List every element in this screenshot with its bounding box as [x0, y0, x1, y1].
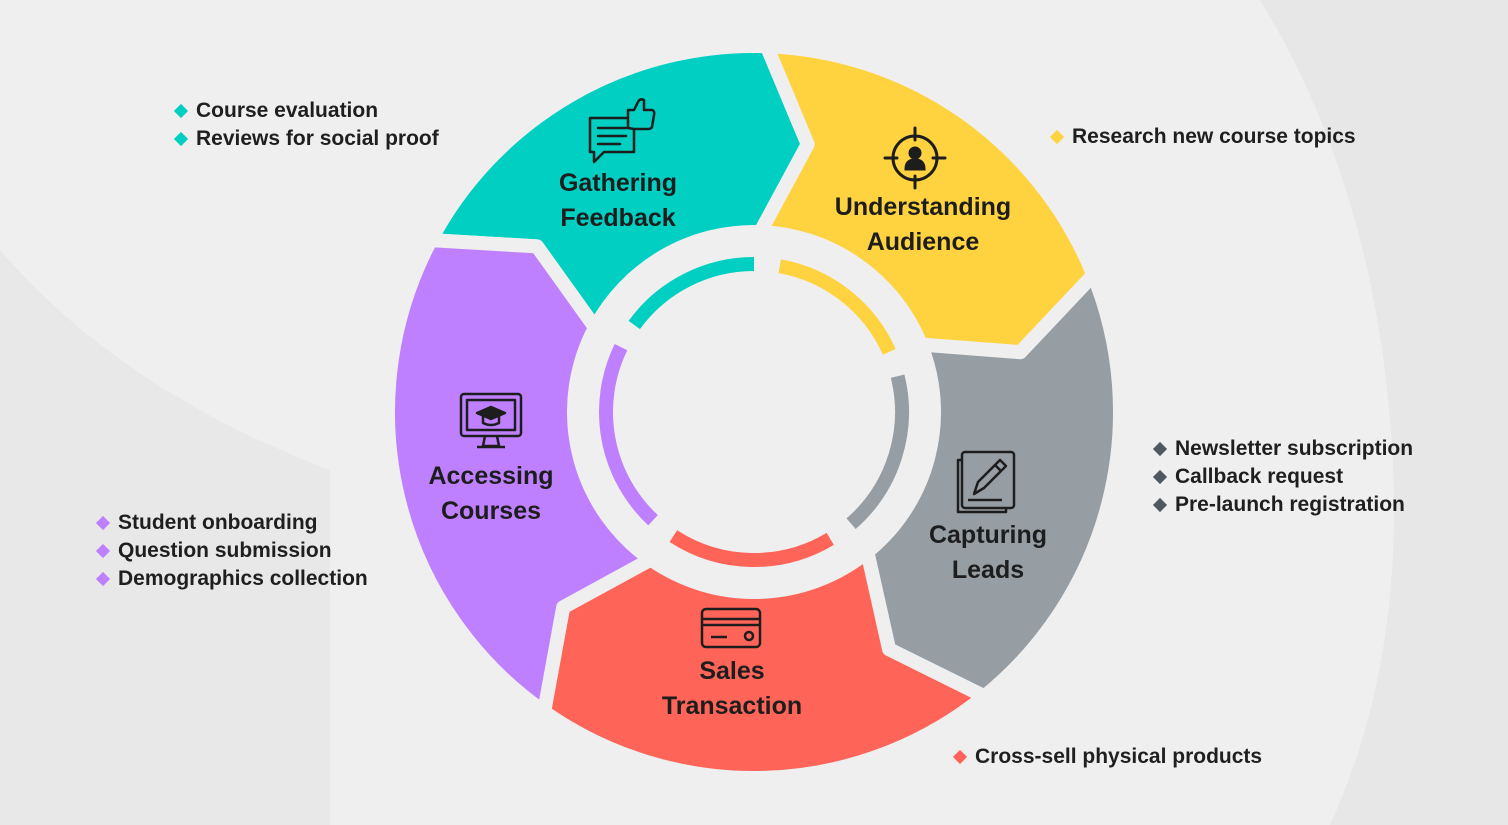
bullet-item: Research new course topics	[1049, 123, 1356, 151]
bullet-item: Course evaluation	[173, 97, 439, 125]
bullets-audience: Research new course topics	[1049, 123, 1356, 151]
target-person-icon	[883, 126, 947, 190]
label-feedback-line-1: Gathering	[559, 169, 677, 197]
label-feedback-line-2: Feedback	[560, 204, 675, 232]
ring-arc-courses	[599, 344, 658, 526]
segment-feedback	[423, 39, 815, 335]
bullet-item: Callback request	[1152, 463, 1413, 491]
segment-sales	[537, 544, 992, 785]
ring-arc-sales	[669, 530, 834, 567]
monitor-graduation-icon	[459, 392, 523, 449]
label-audience-line-2: Audience	[867, 228, 980, 256]
segment-audience	[753, 39, 1101, 360]
ring-arc-leads	[846, 374, 909, 529]
label-courses-line-2: Courses	[441, 497, 541, 525]
background-blob-right	[1260, 0, 1508, 825]
bullet-item: Reviews for social proof	[173, 125, 439, 153]
bullets-sales: Cross-sell physical products	[952, 743, 1262, 771]
segment-leads	[860, 267, 1127, 704]
bullet-item: Student onboarding	[95, 509, 368, 537]
credit-card-icon	[700, 607, 762, 649]
bullets-leads: Newsletter subscription Callback request…	[1152, 435, 1413, 519]
bullets-feedback: Course evaluation Reviews for social pro…	[173, 97, 439, 153]
label-leads-line-2: Leads	[952, 556, 1024, 584]
label-sales-line-2: Transaction	[662, 692, 802, 720]
thumbs-up-form-icon	[588, 98, 656, 164]
ring-arc-audience	[778, 259, 896, 355]
inner-ring-group	[599, 257, 909, 567]
label-leads-line-1: Capturing	[929, 521, 1047, 549]
label-courses-line-1: Accessing	[428, 462, 553, 490]
label-audience-line-1: Understanding	[835, 193, 1011, 221]
bullet-item: Question submission	[95, 537, 368, 565]
edit-note-icon	[956, 450, 1016, 514]
bullet-item: Cross-sell physical products	[952, 743, 1262, 771]
label-sales-line-1: Sales	[699, 657, 764, 685]
bullet-item: Newsletter subscription	[1152, 435, 1413, 463]
ring-arc-feedback	[628, 257, 755, 330]
segment-courses	[381, 233, 658, 719]
bullet-item: Demographics collection	[95, 565, 368, 593]
background-blob-left	[0, 250, 330, 825]
bullet-item: Pre-launch registration	[1152, 491, 1413, 519]
bullets-courses: Student onboarding Question submission D…	[95, 509, 368, 593]
center-disc	[619, 277, 889, 547]
segments-group	[381, 39, 1127, 785]
